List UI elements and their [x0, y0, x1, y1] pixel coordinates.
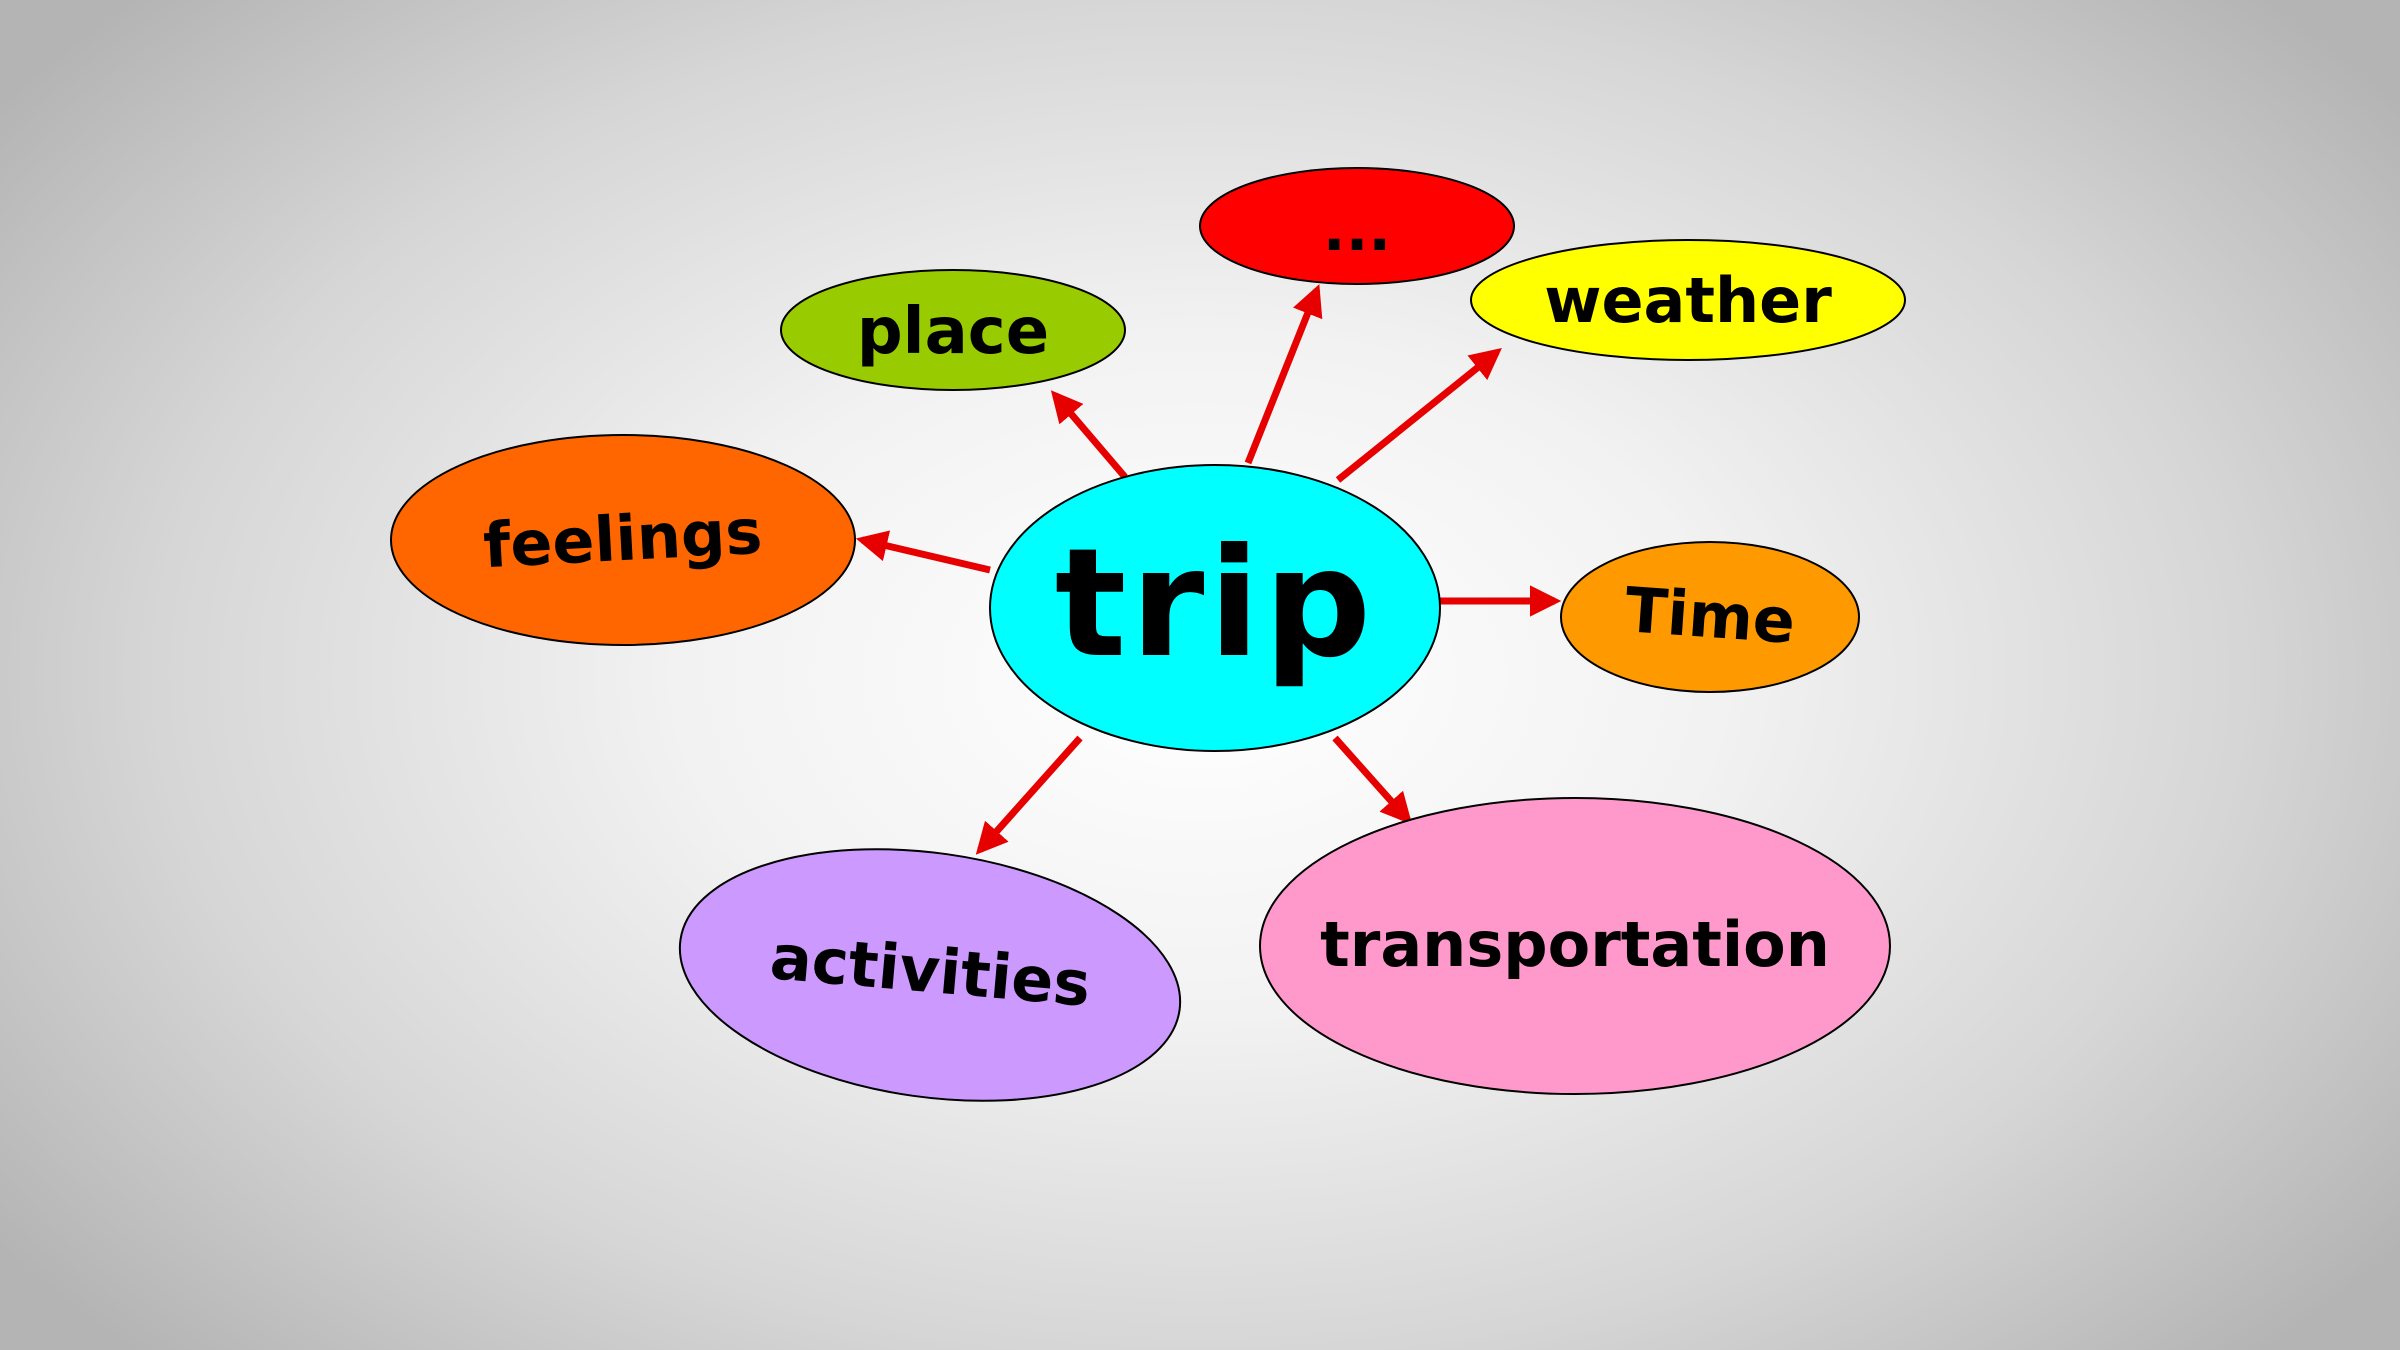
weather-bubble [1470, 239, 1906, 361]
node-more: ... [1199, 167, 1515, 285]
center-label: trip [1055, 517, 1375, 691]
node-center-trip: trip [989, 464, 1441, 752]
center-bubble [989, 464, 1441, 752]
time-bubble [1560, 541, 1860, 693]
arrow-to-activities [975, 735, 1083, 855]
arrow-to-feelings [855, 530, 991, 574]
activities-bubble [678, 848, 1182, 1102]
time-label: Time [1623, 573, 1798, 658]
node-weather: weather [1470, 239, 1906, 361]
more-bubble [1199, 167, 1515, 285]
feelings-label: feelings [481, 495, 763, 583]
connector-arrows [855, 284, 1562, 855]
place-label: place [857, 295, 1049, 369]
node-place: place [780, 269, 1126, 391]
node-time: Time [1560, 541, 1860, 693]
arrow-to-weather [1335, 348, 1502, 483]
node-transportation: transportation [1259, 797, 1891, 1095]
weather-label: weather [1544, 264, 1832, 337]
transportation-bubble [1259, 797, 1891, 1095]
node-activities: activities [678, 848, 1182, 1102]
place-bubble [780, 269, 1126, 391]
transportation-label: transportation [1320, 908, 1830, 981]
node-feelings: feelings [390, 434, 856, 646]
arrow-to-more [1244, 284, 1323, 465]
arrow-to-transportation [1332, 735, 1413, 825]
feelings-bubble [390, 434, 856, 646]
arrow-to-place [1050, 390, 1128, 480]
more-label: ... [1323, 195, 1391, 265]
